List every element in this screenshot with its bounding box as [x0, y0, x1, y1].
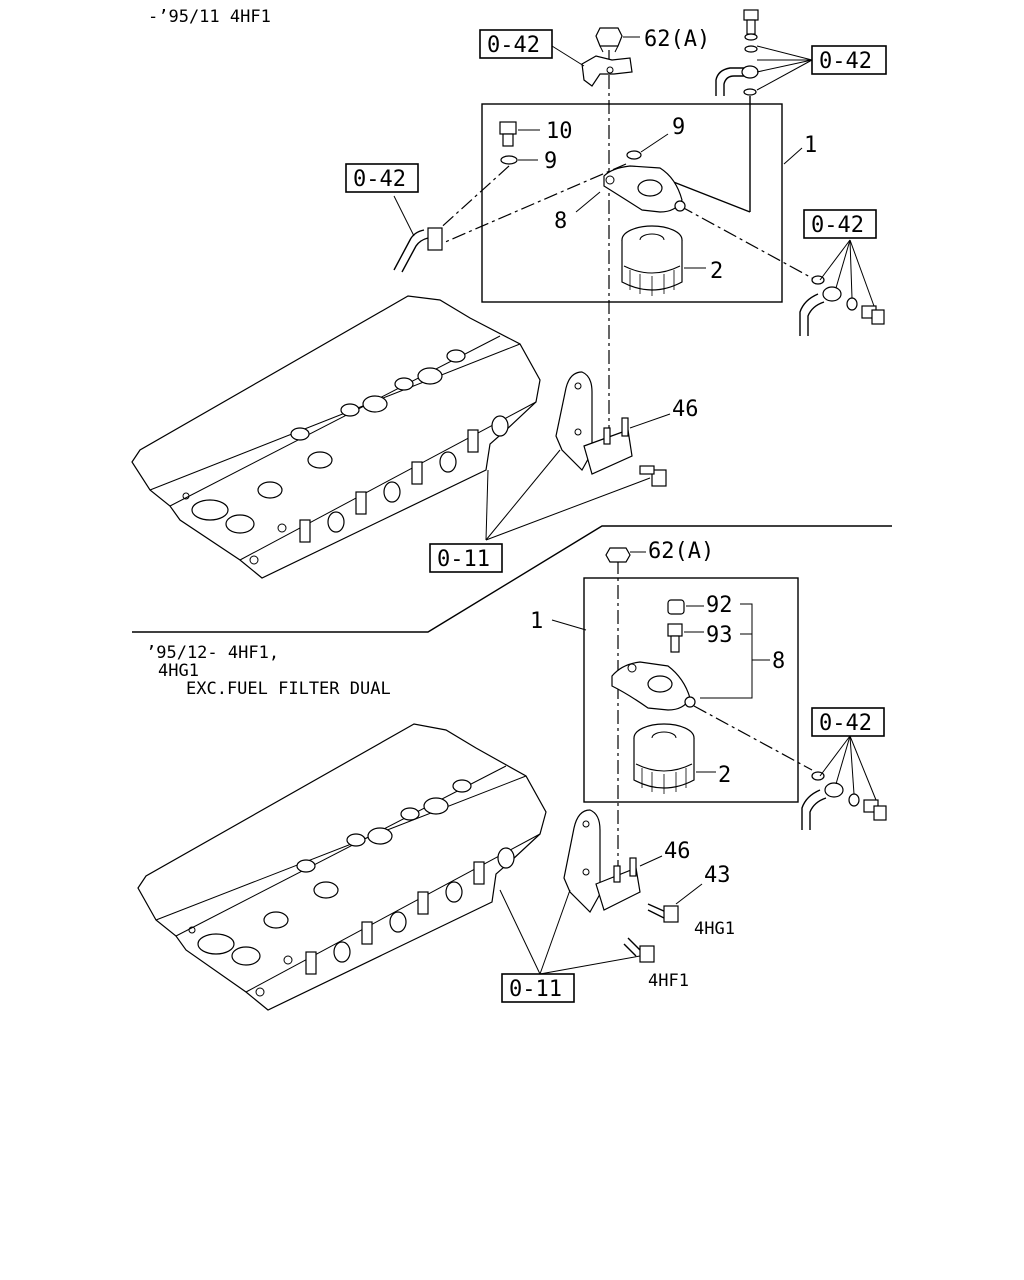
upper-callout-bracket: 46 — [672, 397, 699, 422]
upper-left-pipe-fitting — [393, 195, 443, 273]
ref-box-upper-right[interactable]: 0-42 — [803, 209, 877, 239]
svg-text:0-11: 0-11 — [437, 547, 490, 572]
lower-filter-head — [611, 661, 696, 711]
ref-box-lower-bottom[interactable]: 0-11 — [501, 973, 575, 1003]
svg-text:0-42: 0-42 — [487, 33, 540, 58]
upper-callout-nut: 62(A) — [644, 27, 710, 52]
lower-bolt-43 — [647, 883, 703, 923]
lower-callout-cap: 92 — [706, 593, 733, 618]
lower-cap-92 — [667, 599, 704, 615]
ref-box-upper-top-right[interactable]: 0-42 — [811, 45, 887, 75]
lower-bolt-4hf1 — [623, 937, 655, 963]
upper-cylinder-head — [131, 295, 541, 579]
svg-text:0-42: 0-42 — [819, 711, 872, 736]
upper-bracket — [555, 371, 671, 487]
upper-clamp-clip — [551, 45, 633, 87]
upper-callout-assembly: 1 — [804, 133, 817, 158]
lower-heading-line1: ’95/12- 4HF1, — [146, 643, 279, 663]
lower-variant-4hf1: 4HF1 — [648, 971, 689, 991]
ref-box-upper-top-left[interactable]: 0-42 — [479, 29, 553, 59]
lower-bracket — [563, 809, 663, 913]
lower-callout-nut: 62(A) — [648, 539, 714, 564]
lower-callout-head: 8 — [772, 649, 785, 674]
upper-callout-washer-b: 9 — [672, 115, 685, 140]
lower-valve-93 — [667, 623, 704, 653]
lower-callout-bolt: 43 — [704, 863, 731, 888]
svg-text:0-42: 0-42 — [819, 49, 872, 74]
upper-filter-head — [575, 165, 686, 213]
lower-cylinder-head — [137, 723, 547, 1011]
svg-text:0-42: 0-42 — [811, 213, 864, 238]
upper-filter-cartridge — [621, 225, 706, 296]
lower-nut-62a — [605, 547, 646, 563]
upper-assembly-frame — [481, 103, 783, 303]
upper-heading: -’95/11 4HF1 — [148, 7, 271, 27]
lower-filter-cartridge — [633, 723, 716, 794]
upper-nut-62a — [595, 27, 640, 53]
lower-assembly-frame — [583, 577, 799, 803]
lower-heading-line2: 4HG1 — [158, 661, 199, 681]
lower-right-hose-fitting — [801, 735, 887, 830]
lower-callout-filter: 2 — [718, 763, 731, 788]
ref-box-lower-right[interactable]: 0-42 — [811, 707, 885, 737]
upper-callout-washer-a: 9 — [544, 149, 557, 174]
lower-callout-assembly: 1 — [530, 609, 543, 634]
lower-variant-4hg1: 4HG1 — [694, 919, 735, 939]
upper-callout-head: 8 — [554, 209, 567, 234]
upper-right-hose-fitting — [799, 239, 885, 336]
svg-text:0-42: 0-42 — [353, 167, 406, 192]
upper-washer-9-right — [626, 133, 669, 160]
upper-callout-filter: 2 — [710, 259, 723, 284]
svg-text:0-11: 0-11 — [509, 977, 562, 1002]
lower-callout-bracket: 46 — [664, 839, 691, 864]
ref-box-upper-bottom[interactable]: 0-11 — [429, 543, 503, 573]
ref-box-upper-left[interactable]: 0-42 — [345, 163, 419, 193]
upper-washer-9-left — [500, 155, 538, 165]
upper-eye-bolt-set — [715, 9, 813, 96]
upper-bolt-10 — [499, 121, 540, 147]
lower-callout-valve: 93 — [706, 623, 733, 648]
upper-callout-bolt: 10 — [546, 119, 573, 144]
section-divider — [132, 525, 892, 633]
lower-heading-line3: EXC.FUEL FILTER DUAL — [186, 679, 391, 699]
